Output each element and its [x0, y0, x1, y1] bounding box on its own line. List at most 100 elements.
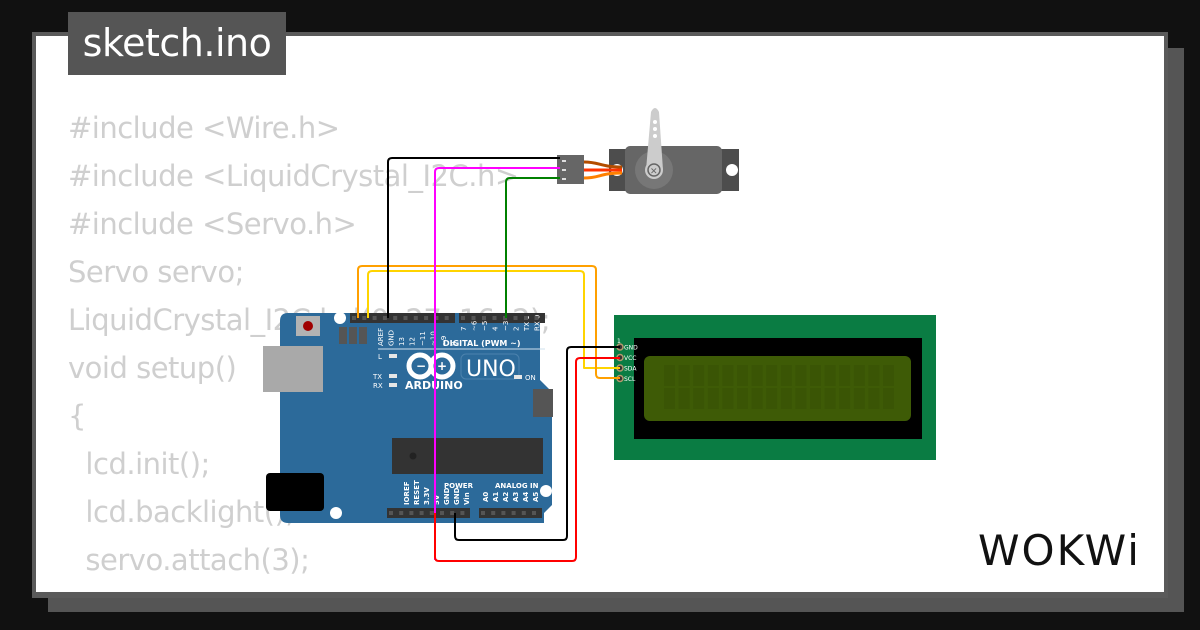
- power-header: [387, 508, 470, 518]
- header-pin[interactable]: [409, 511, 414, 515]
- header-pin[interactable]: [393, 316, 398, 320]
- wire-scl[interactable]: [357, 265, 620, 379]
- lcd-cell: [839, 365, 851, 386]
- pin-label: ~11: [419, 331, 427, 346]
- code-line: lcd.backlight();: [85, 495, 295, 529]
- wire-servo-gnd[interactable]: [387, 157, 560, 318]
- lcd-cell: [737, 388, 748, 409]
- lcd-cell: [795, 388, 807, 409]
- mount-hole: [330, 507, 342, 519]
- header-pin[interactable]: [491, 511, 496, 515]
- lcd-cell: [868, 365, 880, 386]
- header-pin[interactable]: [413, 316, 418, 320]
- pin-label: A1: [492, 492, 500, 502]
- header-pin[interactable]: [389, 511, 393, 515]
- header-pin[interactable]: [513, 316, 518, 320]
- header-pin[interactable]: [501, 511, 506, 515]
- pin-label: GND: [443, 487, 451, 505]
- analog-header: [479, 508, 542, 518]
- lcd-cell: [751, 388, 763, 409]
- header-pin[interactable]: [460, 511, 465, 515]
- wire-sda[interactable]: [367, 270, 620, 369]
- servo-motor[interactable]: ✕: [557, 108, 739, 194]
- lcd-cell: [664, 365, 675, 386]
- header-pin[interactable]: [534, 316, 539, 320]
- wire-servo-signal[interactable]: [505, 177, 560, 318]
- lcd-cell: [824, 388, 836, 409]
- digital-header-label: DIGITAL (PWM ~): [443, 339, 521, 348]
- lcd-cell: [678, 365, 690, 386]
- lcd-cell: [678, 388, 690, 409]
- header-pin[interactable]: [471, 316, 476, 320]
- header-pin[interactable]: [429, 511, 434, 515]
- lcd-cell: [810, 388, 821, 409]
- lcd-cell: [883, 365, 894, 386]
- header-pin[interactable]: [352, 316, 356, 320]
- pin-label: 5V: [433, 494, 441, 505]
- power-jack: [266, 473, 324, 511]
- lcd-cell: [693, 365, 705, 386]
- atmega-chip: [392, 438, 543, 474]
- pin-label: TX 1: [523, 315, 531, 332]
- screw-icon: ✕: [650, 167, 658, 177]
- pin-label: ~3: [502, 321, 510, 331]
- header-pin[interactable]: [511, 511, 516, 515]
- lcd-cell: [707, 365, 719, 386]
- header-pin[interactable]: [399, 511, 404, 515]
- pin-label: IOREF: [403, 481, 411, 505]
- header-pin[interactable]: [524, 316, 528, 320]
- pin-label: 4: [492, 326, 500, 331]
- header-pin[interactable]: [521, 511, 526, 515]
- pin-label: RESET: [413, 480, 421, 505]
- header-pin[interactable]: [461, 316, 465, 320]
- header-pin[interactable]: [403, 316, 408, 320]
- pin-label: 7: [460, 327, 468, 331]
- arduino-logo: − + UNO ARDUINO: [405, 352, 520, 392]
- lcd-cell: [751, 365, 763, 386]
- code-line: #include <Wire.h>: [68, 111, 340, 145]
- code-line: {: [68, 399, 86, 433]
- header-pin[interactable]: [450, 511, 455, 515]
- header-pin[interactable]: [481, 511, 485, 515]
- header-pin[interactable]: [419, 511, 424, 515]
- lcd-cell: [780, 388, 792, 409]
- lcd-cell: [853, 388, 865, 409]
- pin-label: GND: [453, 487, 461, 505]
- wires: [357, 157, 620, 562]
- pin-label: 3.3V: [423, 487, 431, 505]
- pin-label: A3: [512, 492, 520, 502]
- pin-label: 8: [451, 342, 459, 346]
- uno-box: [460, 353, 520, 380]
- servo-horn[interactable]: [646, 108, 663, 170]
- header-pin[interactable]: [362, 316, 367, 320]
- lcd-cell: [824, 365, 836, 386]
- wire-lcd-vcc[interactable]: [434, 357, 620, 562]
- code-line: #include <Servo.h>: [68, 207, 357, 241]
- wire-servo-vcc[interactable]: [434, 167, 560, 560]
- pin-label: ~6: [471, 320, 479, 331]
- header-pin[interactable]: [532, 511, 536, 515]
- pin-label: AREF: [377, 328, 385, 346]
- header-pin[interactable]: [424, 316, 429, 320]
- mount-hole: [541, 372, 553, 384]
- lcd-cell: [664, 388, 675, 409]
- file-name-tab[interactable]: sketch.ino: [68, 12, 286, 75]
- header-pin[interactable]: [440, 511, 444, 515]
- pin-label: GND: [388, 330, 396, 346]
- header-pin[interactable]: [492, 316, 497, 320]
- header-pin[interactable]: [444, 316, 449, 320]
- wire-lcd-gnd[interactable]: [454, 346, 620, 541]
- pin-label: RX 0: [534, 315, 542, 331]
- mount-hole: [540, 485, 552, 497]
- lcd-pin-label: GND: [624, 345, 638, 352]
- servo-lead-orange: [583, 171, 623, 180]
- header-pin[interactable]: [482, 316, 486, 320]
- header-pin[interactable]: [372, 316, 377, 320]
- header-pin[interactable]: [382, 316, 387, 320]
- led-label-l: L: [378, 353, 382, 361]
- pin-label: A5: [532, 492, 540, 502]
- mount-hole: [334, 312, 346, 324]
- header-pin[interactable]: [434, 316, 439, 320]
